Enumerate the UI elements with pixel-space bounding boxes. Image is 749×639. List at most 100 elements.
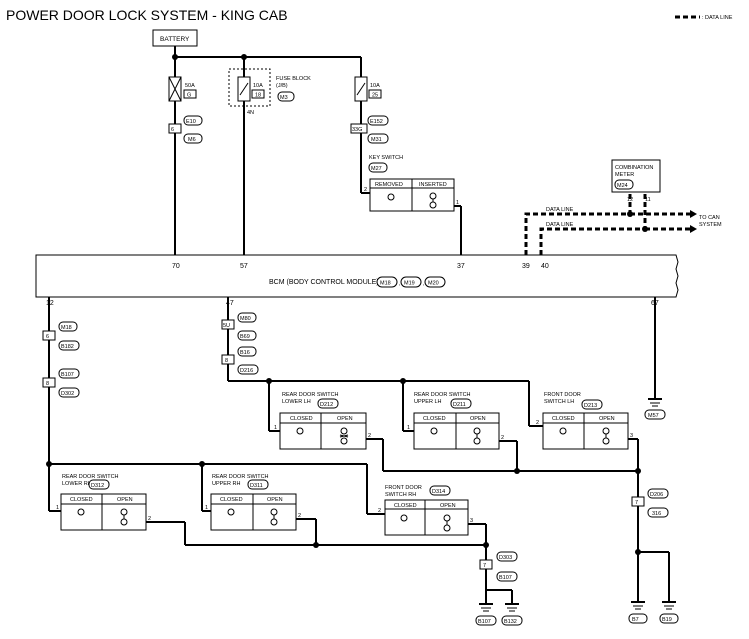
ground-b132-icon — [505, 603, 519, 612]
svg-text:6: 6 — [46, 334, 49, 340]
rear-door-switch-lower-lh: CLOSED OPEN — [279, 412, 367, 450]
svg-text:CLOSED: CLOSED — [552, 416, 575, 422]
ground-b19-icon — [662, 601, 676, 610]
svg-text:M19: M19 — [404, 281, 415, 287]
front-door-switch-rh: CLOSED OPEN — [384, 499, 469, 536]
svg-text:OPEN: OPEN — [267, 497, 283, 503]
svg-text:M18: M18 — [61, 325, 72, 331]
svg-text:33G: 33G — [352, 127, 362, 133]
svg-text:M57: M57 — [648, 413, 659, 419]
svg-text:INSERTED: INSERTED — [419, 182, 447, 188]
svg-text:E10: E10 — [186, 119, 196, 125]
svg-text:M3: M3 — [280, 95, 288, 101]
svg-text:DATA LINE: DATA LINE — [546, 222, 574, 228]
svg-text:8: 8 — [225, 358, 228, 364]
fuse-block-outline — [228, 68, 271, 107]
rear-rh-lower-label: REAR DOOR SWITCH — [62, 474, 119, 480]
svg-text:18: 18 — [255, 93, 261, 99]
fuse-block-label: FUSE BLOCK — [276, 76, 311, 82]
svg-text:1: 1 — [56, 505, 59, 511]
front-lh-label: FRONT DOOR — [544, 392, 581, 398]
svg-text:B132: B132 — [504, 619, 517, 625]
svg-text:1: 1 — [456, 200, 459, 206]
svg-text:B19: B19 — [662, 617, 672, 623]
svg-text:SWITCH RH: SWITCH RH — [385, 492, 416, 498]
svg-text:2: 2 — [536, 420, 539, 426]
svg-text:7: 7 — [635, 500, 638, 506]
svg-text:6: 6 — [171, 127, 174, 133]
svg-text:B107: B107 — [61, 372, 74, 378]
data-line-2 — [539, 192, 647, 255]
svg-text:(J/B): (J/B) — [276, 83, 288, 89]
key-switch-label: KEY SWITCH — [369, 155, 403, 161]
svg-text:D216: D216 — [240, 368, 253, 374]
svg-text:OPEN: OPEN — [440, 503, 456, 509]
ground-b7-icon — [631, 601, 645, 610]
svg-text:50A: 50A — [185, 83, 195, 89]
svg-text:CLOSED: CLOSED — [70, 497, 93, 503]
ground-b107-icon — [479, 603, 493, 612]
svg-text:UPPER RH: UPPER RH — [212, 481, 240, 487]
svg-text:OPEN: OPEN — [599, 416, 615, 422]
bcm-box — [35, 254, 679, 298]
svg-text:OPEN: OPEN — [337, 416, 353, 422]
front-door-switch-lh: CLOSED OPEN — [542, 412, 629, 450]
svg-text:G: G — [187, 93, 191, 99]
svg-text:2: 2 — [368, 433, 371, 439]
svg-text:316: 316 — [652, 511, 661, 517]
rear-lh-lower-label: REAR DOOR SWITCH — [282, 392, 339, 398]
legend-data-line-label: : DATA LINE — [702, 15, 733, 21]
svg-text:METER: METER — [615, 172, 634, 178]
svg-text:D213: D213 — [584, 403, 597, 409]
svg-text:2: 2 — [364, 187, 367, 193]
svg-text:COMBINATION: COMBINATION — [615, 165, 653, 171]
svg-text:D314: D314 — [432, 489, 445, 495]
svg-text:UPPER LH: UPPER LH — [414, 399, 442, 405]
svg-text:M18: M18 — [380, 281, 391, 287]
rear-door-switch-upper-rh: CLOSED OPEN — [210, 493, 297, 531]
rear-lh-upper-label: REAR DOOR SWITCH — [414, 392, 471, 398]
svg-text:SWITCH LH: SWITCH LH — [544, 399, 574, 405]
svg-text:CLOSED: CLOSED — [220, 497, 243, 503]
rear-door-switch-upper-lh: CLOSED OPEN — [413, 412, 500, 450]
svg-text:OPEN: OPEN — [470, 416, 486, 422]
svg-text:CLOSED: CLOSED — [290, 416, 313, 422]
svg-text:B16: B16 — [240, 350, 250, 356]
svg-text:57: 57 — [240, 263, 248, 270]
svg-text:D211: D211 — [453, 402, 466, 408]
svg-text:2: 2 — [298, 513, 301, 519]
svg-text:M20: M20 — [428, 281, 439, 287]
svg-text:47: 47 — [226, 300, 234, 307]
svg-text:M27: M27 — [371, 166, 382, 172]
bcm-label: BCM (BODY CONTROL MODULE) — [269, 279, 379, 286]
svg-text:40: 40 — [541, 263, 549, 270]
svg-text:M24: M24 — [617, 183, 628, 189]
svg-text:SYSTEM: SYSTEM — [699, 222, 722, 228]
legend: : DATA LINE — [675, 15, 733, 21]
svg-text:5U: 5U — [223, 323, 230, 329]
svg-text:LOWER LH: LOWER LH — [282, 399, 311, 405]
svg-text:D311: D311 — [250, 483, 263, 489]
svg-text:M6: M6 — [188, 137, 196, 143]
svg-text:10A: 10A — [370, 83, 380, 89]
svg-text:OPEN: OPEN — [117, 497, 133, 503]
svg-text:D303: D303 — [499, 555, 512, 561]
svg-text:CLOSED: CLOSED — [394, 503, 417, 509]
svg-text:39: 39 — [522, 263, 530, 270]
rear-door-switch-lower-rh: CLOSED OPEN — [60, 493, 147, 531]
svg-text:3: 3 — [630, 433, 633, 439]
svg-text:M31: M31 — [371, 137, 382, 143]
svg-text:12: 12 — [627, 197, 633, 203]
svg-text:DATA LINE: DATA LINE — [546, 207, 574, 213]
svg-text:8: 8 — [46, 381, 49, 387]
svg-text:,: , — [399, 281, 401, 287]
page-title: POWER DOOR LOCK SYSTEM - KING CAB — [6, 7, 288, 23]
svg-text:10A: 10A — [253, 83, 263, 89]
svg-text:D302: D302 — [61, 391, 74, 397]
svg-text:D312: D312 — [91, 483, 104, 489]
svg-text:2: 2 — [148, 516, 151, 522]
svg-text:25: 25 — [372, 93, 378, 99]
ground-m57-icon — [648, 398, 662, 407]
